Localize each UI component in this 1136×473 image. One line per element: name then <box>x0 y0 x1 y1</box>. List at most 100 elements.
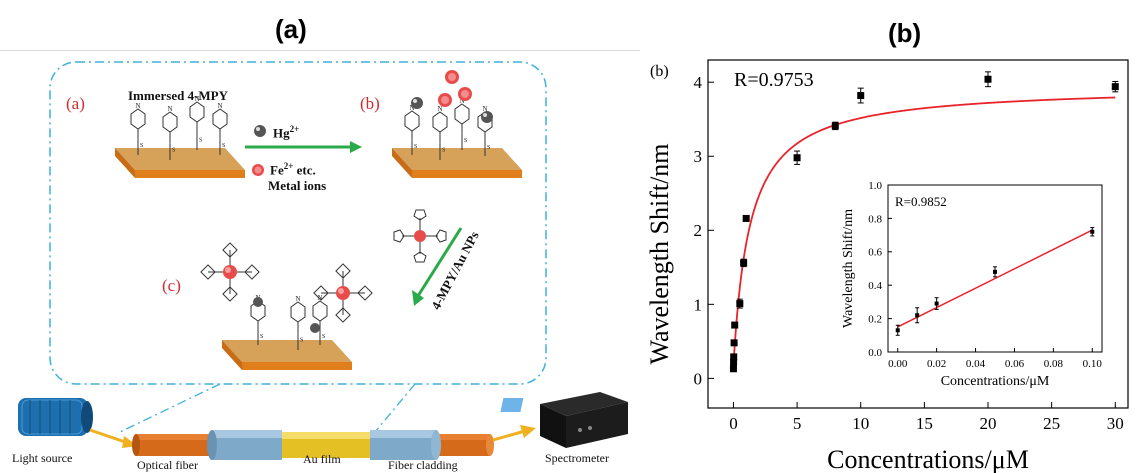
corner-label: (b) <box>650 63 669 80</box>
y-tick-label: 3 <box>694 147 703 166</box>
green-arrow-diagonal <box>412 227 463 306</box>
nitrogen-label: N <box>410 104 415 112</box>
inset-y-axis-label: Wavelength Shift/nm <box>841 209 856 328</box>
yellow-arrow-in <box>89 428 138 448</box>
np-pyridine <box>313 285 329 301</box>
sulfur-label: S <box>222 143 225 149</box>
inset-data-point <box>934 301 939 306</box>
nitrogen-label: N <box>318 294 323 302</box>
metal-ions-label: Metal ions <box>268 178 327 193</box>
y-tick-label: 2 <box>694 221 703 240</box>
pyridine-ring <box>290 301 306 323</box>
data-point <box>730 339 738 347</box>
mpy-au-np-complexes <box>200 242 373 323</box>
x-tick-label: 0 <box>729 414 738 433</box>
sulfur-label: S <box>322 334 325 340</box>
plot-frame <box>887 184 1103 353</box>
zoom-line-left <box>119 383 221 433</box>
y-tick-label: 1.0 <box>868 180 882 192</box>
yellow-arrow-out <box>492 425 536 442</box>
inset-fit-line <box>897 229 1093 328</box>
nitrogen-label: N <box>483 105 488 113</box>
panel-b-title: (b) <box>888 18 922 48</box>
y-tick-label: 0.8 <box>868 213 882 225</box>
pyridine-ring <box>189 101 205 123</box>
x-tick-label: 0.06 <box>1005 358 1025 370</box>
y-tick-label: 1 <box>694 295 703 314</box>
x-tick-label: 0.00 <box>888 358 908 370</box>
hg-label: Hg2+ <box>273 124 300 141</box>
y-tick-label: 0 <box>694 369 703 388</box>
data-point <box>736 300 744 308</box>
x-tick-label: 15 <box>916 414 933 433</box>
data-point <box>729 365 737 373</box>
sulfur-label: S <box>300 338 303 344</box>
optical-fiber-label: Optical fiber <box>137 458 198 472</box>
au-film-label: Au film <box>303 452 341 466</box>
light-source-label: Light source <box>12 451 73 465</box>
nitrogen-label: N <box>195 95 200 103</box>
nitrogen-label: N <box>136 102 141 110</box>
np-pyridine <box>222 242 238 258</box>
x-tick-label: 20 <box>980 414 997 433</box>
data-point <box>831 122 839 130</box>
np-pyridine <box>335 263 351 279</box>
sulfur-label: S <box>260 334 263 340</box>
fe-label: Fe2+ etc. <box>270 161 316 178</box>
fit-correlation-label: R=0.9753 <box>734 69 814 91</box>
np-pyridine <box>222 286 238 302</box>
hg-legend-sphere <box>254 125 266 137</box>
data-point <box>984 75 992 83</box>
inset-correlation-label: R=0.9852 <box>895 194 947 209</box>
data-point <box>730 353 738 361</box>
x-axis-label: Concentrations/μM <box>827 445 1029 473</box>
mpy-au-np-reagent <box>393 209 447 263</box>
y-tick-label: 0.4 <box>868 280 882 292</box>
step-label-b: (b) <box>360 94 380 113</box>
au-np-highlight <box>338 288 344 294</box>
pyridine-ring <box>454 103 470 125</box>
data-point <box>857 92 865 100</box>
substrate-a <box>115 148 245 178</box>
pyridine-ring <box>404 110 420 132</box>
sulfur-label: S <box>140 143 143 149</box>
sulfur-label: S <box>172 148 175 154</box>
plot-frame <box>707 59 1129 409</box>
immersed-label: Immersed 4-MPY <box>128 88 228 103</box>
fit-curve <box>732 96 1116 366</box>
green-arrow-right <box>245 141 362 153</box>
inset-data-point <box>1090 229 1095 234</box>
light-source-device <box>18 398 93 436</box>
data-point <box>740 259 748 267</box>
inset-data-point <box>915 313 920 318</box>
y-tick-label: 0.6 <box>868 247 882 259</box>
sulfur-label: S <box>464 138 467 144</box>
hg-bound-sphere <box>253 297 263 307</box>
x-tick-label: 10 <box>852 414 869 433</box>
zoom-line-right <box>374 383 416 433</box>
np-pyridine <box>357 285 373 301</box>
fiber-cladding-right <box>370 430 441 460</box>
y-tick-label: 0.2 <box>868 313 882 325</box>
pyridine-ring <box>130 108 146 130</box>
sulfur-label: S <box>487 145 490 151</box>
np-pyridine <box>335 307 351 323</box>
substrate-b <box>392 148 522 178</box>
separator-line <box>0 50 640 51</box>
nitrogen-label: N <box>460 97 465 105</box>
data-point <box>1111 83 1119 91</box>
nitrogen-label: N <box>218 102 223 110</box>
fiber-cladding-left <box>207 430 282 460</box>
data-point <box>730 358 738 366</box>
step-label-c: (c) <box>162 276 181 295</box>
pyridine-ring <box>432 111 448 133</box>
nitrogen-label: N <box>168 105 173 113</box>
spectrometer-label: Spectrometer <box>545 451 609 465</box>
fiber-cladding-label: Fiber cladding <box>388 458 458 472</box>
x-tick-label: 0.08 <box>1044 358 1064 370</box>
hg-bound-sphere <box>310 323 320 333</box>
